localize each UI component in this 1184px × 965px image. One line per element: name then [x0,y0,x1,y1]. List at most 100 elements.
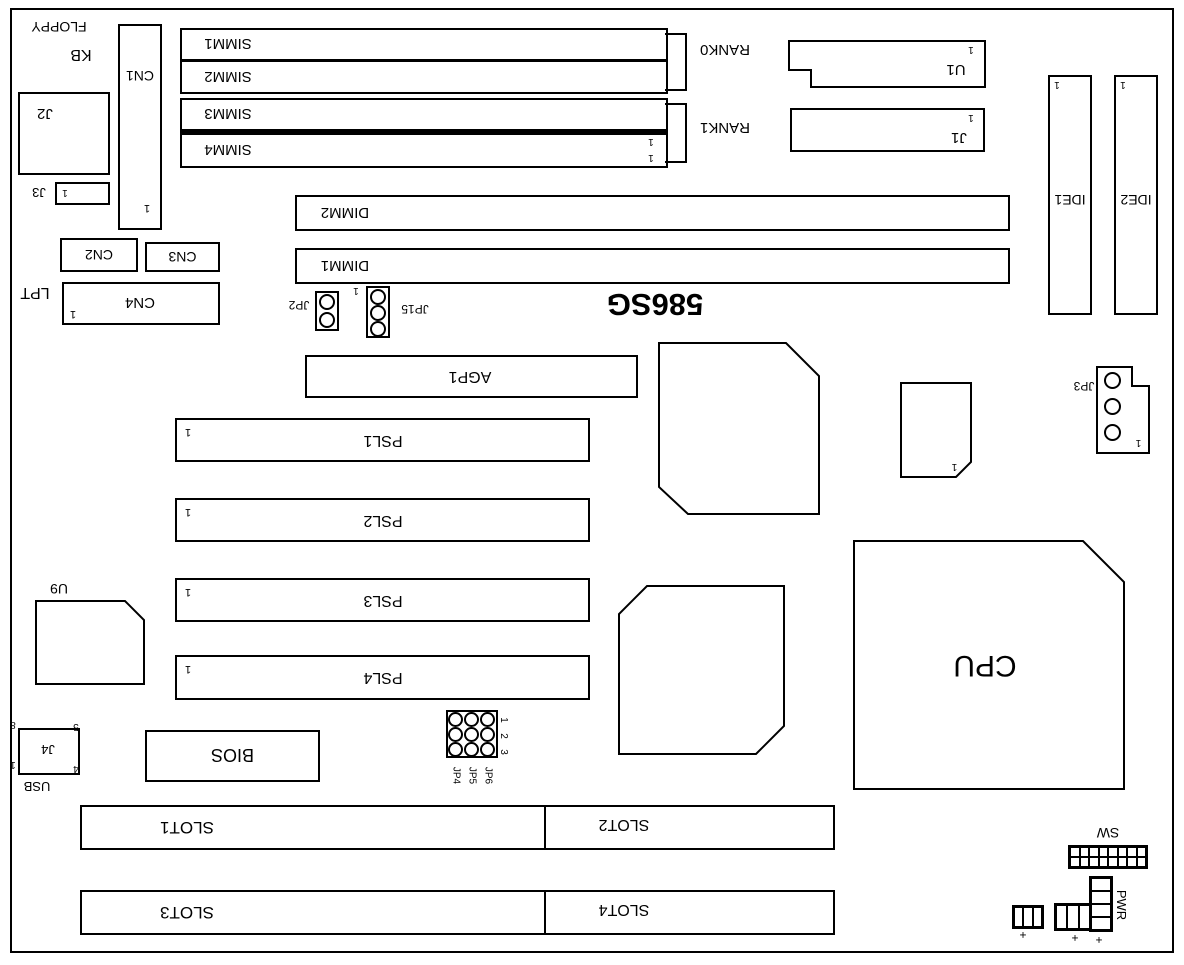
j4-label: J4 [41,742,55,758]
psl2-slot [175,498,590,542]
jp6-label: JP6 [482,766,494,785]
pin1-marker: 1 [1054,79,1060,91]
psl2-label: PSL2 [363,512,403,529]
psl3-label: PSL3 [363,592,403,609]
slot4-isa [544,890,835,935]
board-outline [10,8,1174,953]
bios-chip [145,730,320,782]
j4-usb-header [18,728,80,775]
j1-label: J1 [951,129,967,147]
usb-label: USB [23,779,51,795]
jumper-pin [1104,424,1121,441]
jp4-label: JP4 [450,766,462,785]
plus-marker: + [1095,933,1103,947]
cpu-socket [853,540,1125,790]
pin1-marker: 1 [184,663,192,675]
jp2-label: JP2 [288,298,310,312]
slot2-label: SLOT2 [598,816,650,833]
power-connector-horizontal [1054,903,1092,931]
rank0-bracket [665,33,687,91]
jumper-pin [370,305,386,321]
pin1-marker: 1 [184,426,192,438]
simm2-slot [180,60,668,94]
rank1-bracket [665,103,687,163]
slot2-isa [544,805,835,850]
psl4-slot [175,655,590,700]
agp1-label: AGP1 [448,368,492,385]
ide1-connector [1048,75,1092,315]
j2-connector [18,92,110,175]
pwr-label: PWR [1114,889,1130,921]
southbridge-chip [618,585,785,755]
bios-label: BIOS [211,745,255,766]
slot3-isa [80,890,546,935]
jumper-pin [464,712,479,727]
jumper-pin [319,312,335,328]
jumper-pin [480,727,495,742]
u1-label: U1 [946,61,966,79]
psl1-slot [175,418,590,462]
cn2-label: CN2 [85,247,114,263]
jp15-label: JP15 [401,302,429,316]
jumper-pin [464,742,479,757]
cn3-connector [145,242,220,272]
slot4-label: SLOT4 [598,901,650,918]
usb-pin5: 5 [73,721,79,733]
jumper-pin [448,742,463,757]
psl1-label: PSL1 [363,432,403,449]
usb-pin4: 4 [73,763,79,775]
pin1-marker: 1 [1120,79,1126,91]
dimm1-slot [295,248,1010,284]
power-connector-small [1012,905,1044,929]
ide2-connector [1114,75,1158,315]
pin1-marker: 1 [184,586,192,598]
simm1-slot [180,28,668,61]
ide1-label: IDE1 [1054,192,1086,208]
jumper-pin [464,727,479,742]
pin1-marker: 1 [951,461,958,473]
pin1-marker: 1 [648,136,654,147]
jumper-pin [1104,398,1121,415]
jp3-label: JP3 [1073,379,1095,393]
rank1-label: RANK1 [699,119,751,137]
simm3-slot [180,98,668,131]
jumper-pin [1104,372,1121,389]
rank0-label: RANK0 [699,41,751,59]
dimm2-label: DIMM2 [320,204,370,222]
dimm2-slot [295,195,1010,231]
usb-pin1: 1 [10,759,16,771]
jumper-pin [370,321,386,337]
pin1-marker: 1 [62,187,68,199]
jumper-pin [319,294,335,310]
cn1-label: CN1 [126,68,155,84]
pin1-marker: 1 [353,285,359,297]
pin1-marker: 1 [968,44,974,55]
pin1-marker: 1 [143,202,151,214]
simm3-label: SIMM3 [204,105,252,123]
simm1-label: SIMM1 [204,35,252,53]
power-connector-vertical [1089,876,1113,932]
cn3-label: CN3 [168,249,197,265]
cpu-label: CPU [953,649,1017,682]
dip-switch [1068,845,1148,869]
u9-chip [35,600,145,685]
pin1-marker: 1 [69,308,77,320]
pin1-marker: 1 [968,112,974,123]
plus-marker: + [1019,928,1027,942]
psl4-label: PSL4 [363,669,403,686]
simm4-slot [180,130,668,168]
ide2-label: IDE2 [1120,192,1152,208]
u9-label: U9 [50,581,68,597]
jumper-pin [480,742,495,757]
jp5-label: JP5 [466,766,478,785]
cn1-connector [118,24,162,230]
dimm1-label: DIMM1 [320,257,370,275]
jumper-pin-number: 3 [498,749,510,755]
usb-pin8: 8 [10,719,16,731]
j2-label: J2 [37,105,53,123]
floppy-label: FLOPPY [31,19,87,35]
slot1-isa [80,805,546,850]
jumper-pin-number: 1 [498,717,510,723]
simm4-label: SIMM4 [204,141,252,159]
